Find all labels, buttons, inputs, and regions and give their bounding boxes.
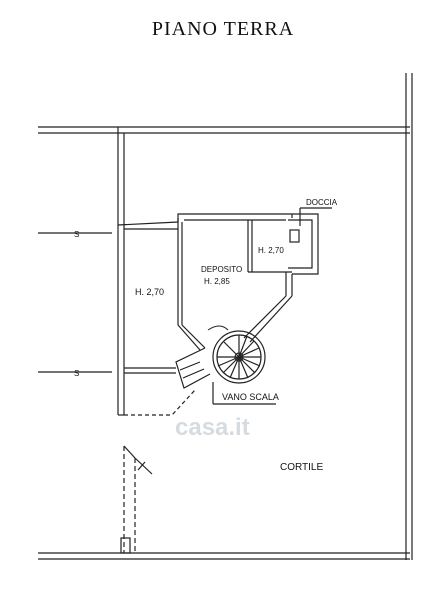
watermark: casa.it bbox=[175, 414, 250, 441]
gate-bar bbox=[137, 461, 146, 471]
left-room-top bbox=[117, 218, 179, 226]
vano-scala-label: VANO SCALA bbox=[222, 392, 279, 402]
deposito-label: DEPOSITO bbox=[201, 265, 242, 274]
plan-lines bbox=[38, 73, 413, 560]
stair-entry bbox=[175, 347, 211, 389]
stair-treads bbox=[217, 335, 261, 379]
deposito-height: H. 2,85 bbox=[204, 277, 230, 286]
diag-wall-inner bbox=[243, 295, 287, 339]
gate-arm bbox=[134, 457, 153, 475]
section-mark-1: S bbox=[74, 230, 79, 239]
door-arc bbox=[207, 325, 229, 331]
diag-wall bbox=[249, 295, 293, 343]
stair-outer bbox=[212, 330, 266, 384]
gate-post-1 bbox=[123, 445, 136, 459]
section-mark-2: S bbox=[74, 369, 79, 378]
stair-entry-step-2 bbox=[182, 368, 205, 379]
doccia-label: DOCCIA bbox=[306, 198, 338, 207]
bath-outline bbox=[292, 213, 319, 275]
deposito-top bbox=[177, 213, 293, 222]
post-base bbox=[120, 537, 131, 554]
deposito-left-angle bbox=[181, 324, 206, 349]
stair-entry-step-1 bbox=[179, 361, 201, 371]
left-room-height: H. 2,70 bbox=[135, 287, 164, 297]
plan-title: PIANO TERRA bbox=[151, 18, 295, 40]
bath-outline-inner bbox=[288, 219, 313, 269]
cortile-label: CORTILE bbox=[280, 462, 323, 473]
doccia-fixture bbox=[289, 229, 300, 243]
bath-height: H. 2,70 bbox=[258, 246, 284, 255]
deposito-left-angle-outer bbox=[177, 324, 201, 351]
dashed-boundary bbox=[124, 389, 196, 416]
